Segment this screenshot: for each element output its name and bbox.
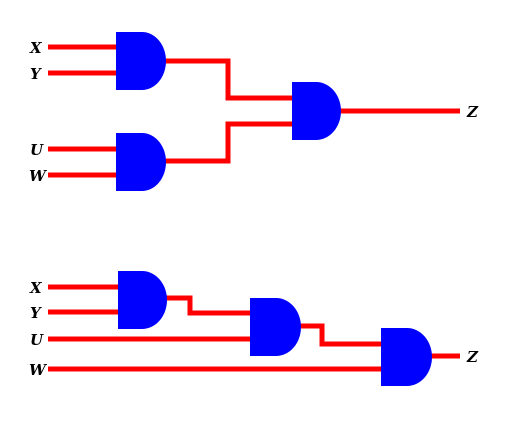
label-top-w: W — [29, 167, 48, 185]
and-gate-bottom-2 — [250, 298, 301, 356]
label-bottom-x: X — [29, 279, 43, 297]
and-gate-bottom-3 — [381, 328, 432, 386]
label-top-u: U — [30, 141, 44, 159]
wire-top-gate2-to-gate3 — [160, 121, 292, 164]
wire-top-gate1-to-gate3 — [160, 58, 292, 101]
label-bottom-y: Y — [30, 304, 42, 322]
and-gate-top-2 — [116, 133, 166, 191]
label-bottom-w: W — [29, 361, 48, 379]
and-gate-top-1 — [116, 32, 166, 90]
wire-bottom-gate1-to-gate2 — [160, 295, 250, 316]
label-bottom-z: Z — [466, 348, 479, 366]
wire-bottom-gate2-to-gate3 — [295, 323, 381, 347]
circuit-top — [48, 44, 460, 178]
label-top-x: X — [29, 39, 43, 57]
label-top-y: Y — [30, 65, 42, 83]
label-top-z: Z — [466, 103, 479, 121]
label-bottom-u: U — [30, 331, 44, 349]
and-gate-top-3 — [292, 82, 341, 140]
and-gate-bottom-1 — [118, 271, 167, 329]
